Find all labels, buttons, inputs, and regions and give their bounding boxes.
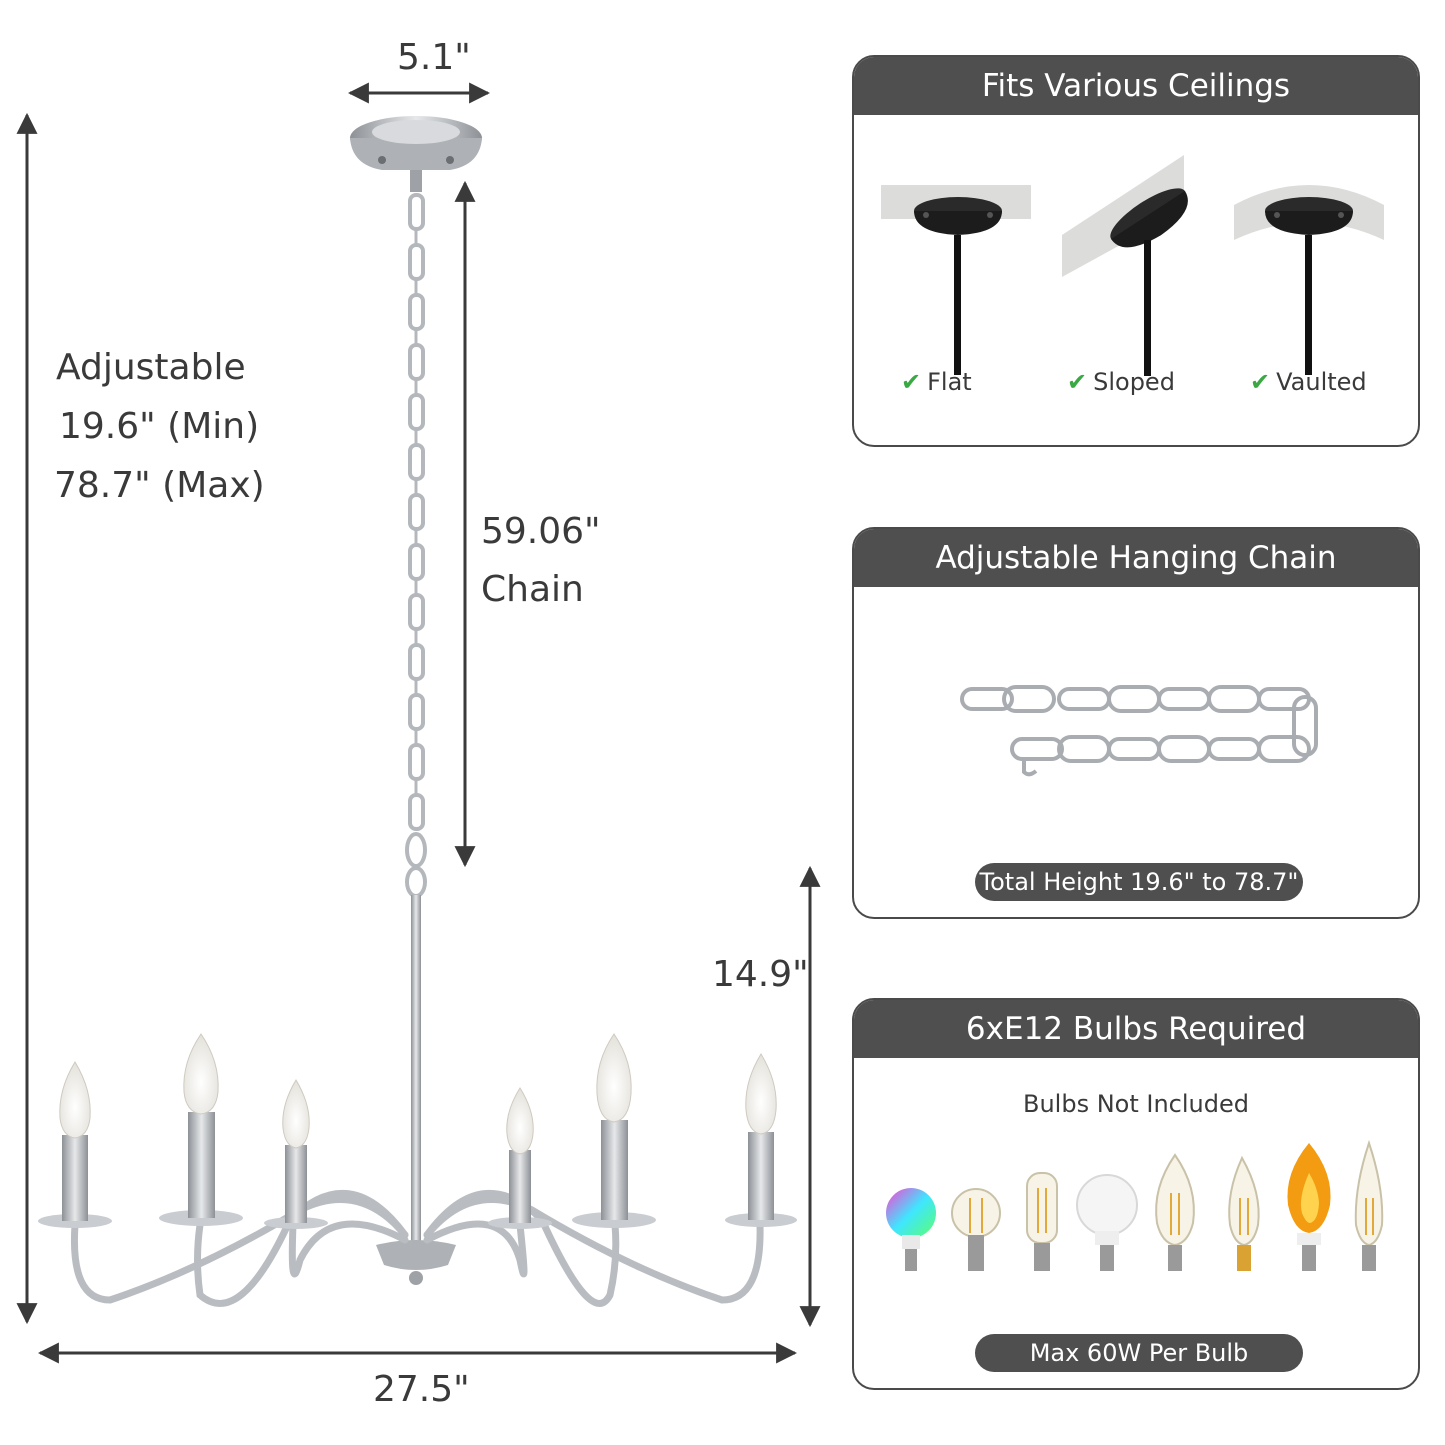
total-width-label: 27.5" <box>373 1369 470 1410</box>
check-icon: ✔ <box>1067 368 1088 396</box>
bulbs-not-included-note: Bulbs Not Included <box>1023 1090 1249 1118</box>
ceiling-types-illustration <box>881 155 1384 376</box>
total-height-badge: Total Height 19.6" to 78.7" <box>975 863 1303 901</box>
vaulted-ceiling-icon <box>1234 185 1384 375</box>
ceiling-option-label: Flat <box>927 368 972 396</box>
canopy-width-label: 5.1" <box>397 37 471 78</box>
canopy <box>350 116 482 192</box>
chain-panel: Adjustable Hanging Chain Total Hei <box>852 527 1420 919</box>
bulbs-panel-title: 6xE12 Bulbs Required <box>854 1000 1418 1058</box>
adjustable-label: Adjustable <box>56 347 246 388</box>
globe-filament-bulb-icon <box>951 1188 1001 1271</box>
tubular-bulb-icon <box>1026 1172 1058 1271</box>
center-hub <box>376 1240 456 1270</box>
chandelier-arms <box>70 1189 764 1307</box>
rgb-bulb-icon <box>886 1188 936 1271</box>
ceilings-panel: Fits Various Ceilings <box>852 55 1420 447</box>
ceiling-option-label: Sloped <box>1093 368 1175 396</box>
flame-tip-bulb-icon <box>1228 1155 1260 1271</box>
chain-panel-title: Adjustable Hanging Chain <box>854 529 1418 587</box>
ceiling-option-sloped: ✔ Sloped <box>1067 368 1175 396</box>
body-height-label: 14.9" <box>712 954 809 995</box>
ceilings-panel-title: Fits Various Ceilings <box>854 57 1418 115</box>
hanging-chain <box>405 193 427 898</box>
ceilings-panel-body: ✔ Flat ✔ Sloped ✔ Vaulted <box>854 115 1418 445</box>
sloped-ceiling-icon <box>1062 155 1188 376</box>
check-icon: ✔ <box>1250 368 1271 396</box>
chain-illustration <box>960 685 1318 777</box>
adjustable-max-label: 78.7" (Max) <box>54 465 265 506</box>
ceiling-option-flat: ✔ Flat <box>901 368 972 396</box>
candle-lights <box>38 1033 797 1229</box>
bulbs-panel-body: Bulbs Not Included <box>854 1058 1418 1388</box>
chandelier-diagram <box>16 82 821 1364</box>
ceiling-option-label: Vaulted <box>1276 368 1367 396</box>
chain-label: Chain <box>481 569 584 610</box>
chain-length-label: 59.06" <box>481 511 601 552</box>
center-stem <box>411 895 421 1245</box>
bulb-types-illustration <box>886 1139 1384 1271</box>
candle-filament-bulb-icon <box>1155 1153 1195 1271</box>
flame-effect-bulb-icon <box>1287 1143 1331 1271</box>
bulbs-panel: 6xE12 Bulbs Required Bulbs Not Included <box>852 998 1420 1390</box>
chain-panel-body: Total Height 19.6" to 78.7" <box>854 587 1418 917</box>
clear-flame-tip-bulb-icon <box>1354 1139 1384 1271</box>
flat-ceiling-icon <box>881 185 1031 375</box>
max-wattage-badge: Max 60W Per Bulb <box>975 1334 1303 1372</box>
led-globe-bulb-icon <box>1076 1174 1138 1271</box>
check-icon: ✔ <box>901 368 922 396</box>
adjustable-min-label: 19.6" (Min) <box>59 406 260 447</box>
ceiling-option-vaulted: ✔ Vaulted <box>1250 368 1367 396</box>
